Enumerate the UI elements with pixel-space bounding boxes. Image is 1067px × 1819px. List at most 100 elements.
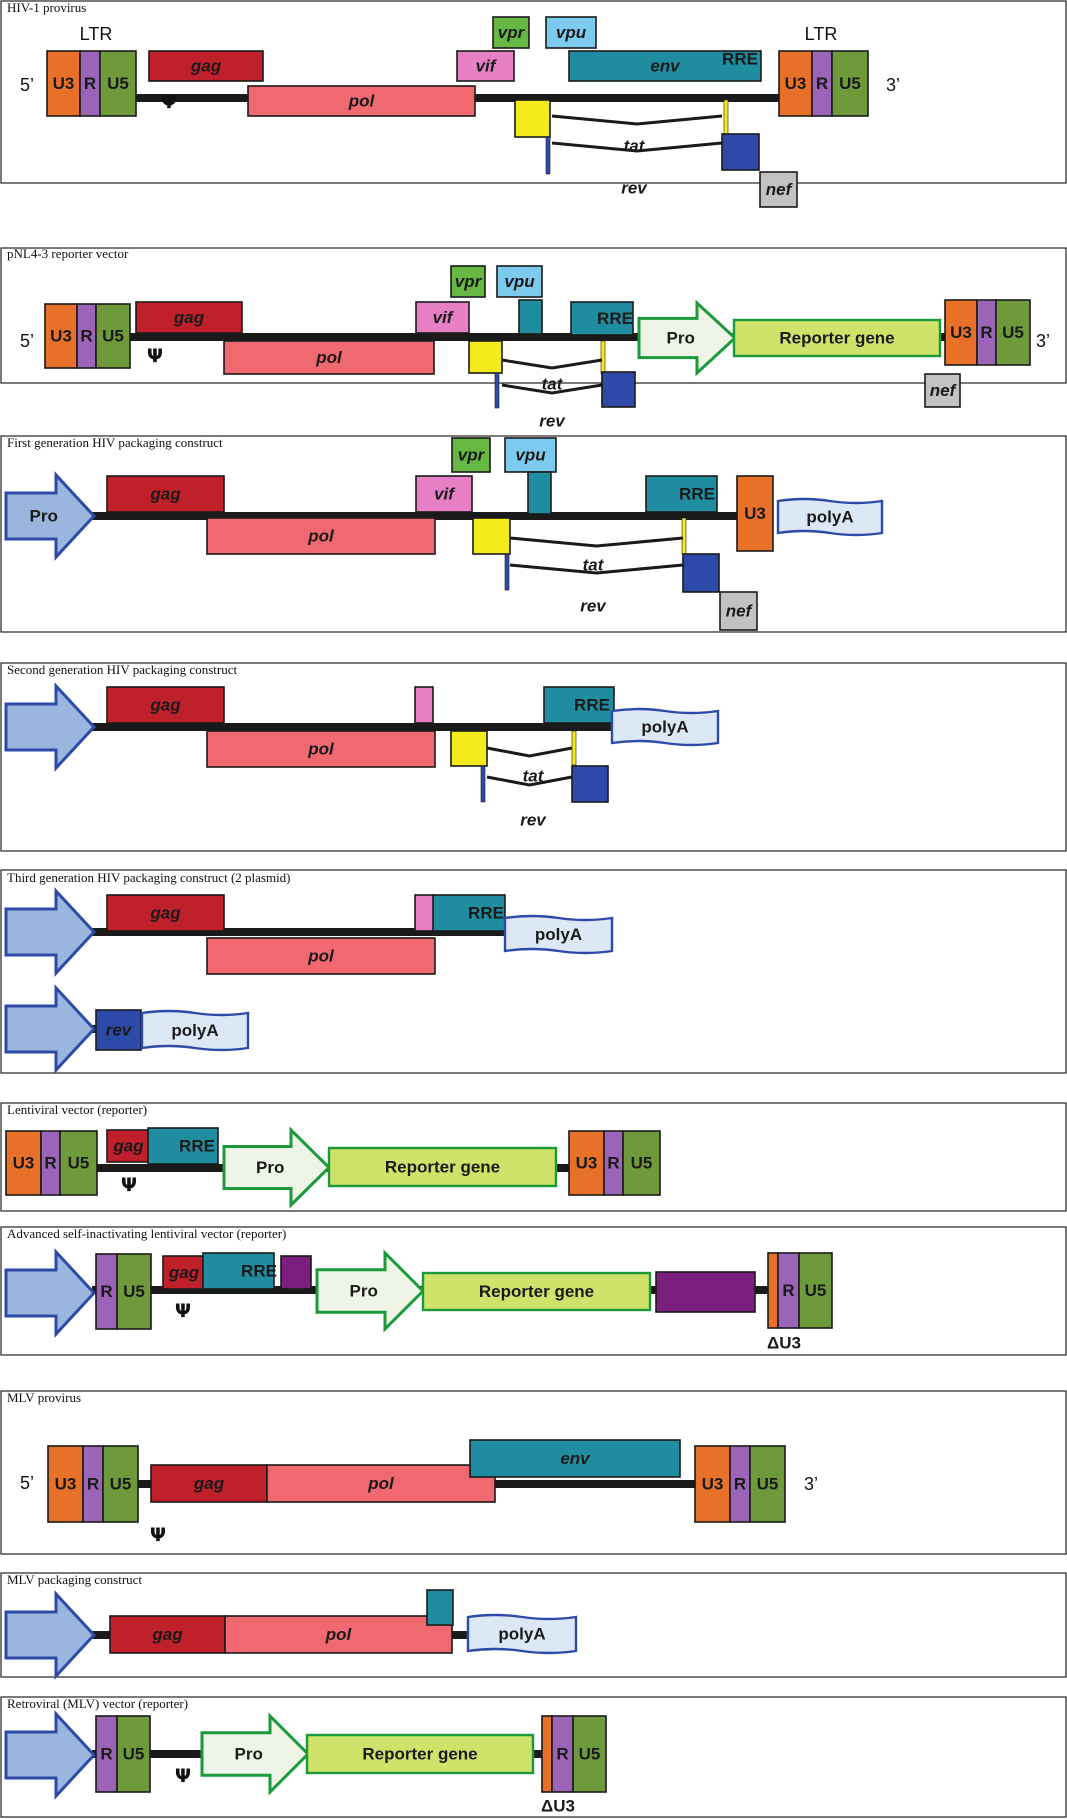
promoter-arrow-label: Pro <box>29 507 57 526</box>
tat-splice-line <box>486 746 573 758</box>
reporter-gene-box-label: Reporter gene <box>362 1745 477 1764</box>
panel-title: Third generation HIV packaging construct… <box>7 870 291 885</box>
gag-box <box>135 301 243 334</box>
vpu-box-label: vpu <box>556 23 587 42</box>
u3-box-label: U3 <box>50 327 72 346</box>
u3-box <box>46 50 81 117</box>
u5-box <box>95 303 131 369</box>
env-remnant-box <box>426 1589 454 1626</box>
reporter-gene-outline <box>305 1733 535 1775</box>
u5-box <box>622 1130 661 1196</box>
panel-first-gen-packaging: First generation HIV packaging construct… <box>0 435 1067 633</box>
tat-exon1 <box>450 730 488 767</box>
panel-frame <box>0 0 1067 184</box>
u5-box <box>116 1715 151 1793</box>
rre-box <box>645 475 718 513</box>
delta-u3-label: ΔU3 <box>767 1334 801 1353</box>
u5-box-label: U5 <box>839 74 861 93</box>
r-box-label: R <box>734 1475 746 1494</box>
ltr-left-label: LTR <box>80 24 113 44</box>
tat-label: tat <box>583 556 605 575</box>
r-box-label: R <box>100 1282 112 1301</box>
psi-symbol: Ψ <box>147 345 163 367</box>
tat-exon2-marker <box>723 99 729 137</box>
rev-exon2 <box>571 765 609 803</box>
gag-box-label: gag <box>112 1137 144 1156</box>
u5-box-label: U5 <box>110 1475 132 1494</box>
polya-signal <box>466 1613 578 1655</box>
delta-u3-box <box>767 1252 779 1329</box>
vif-remnant-box <box>414 894 435 932</box>
gag-box-label: gag <box>190 57 222 76</box>
r-box-label: R <box>980 323 992 342</box>
gag-box-label: gag <box>149 485 181 504</box>
u5-box-label: U5 <box>123 1745 145 1764</box>
tat-label: tat <box>523 767 545 786</box>
pol-box <box>223 340 435 375</box>
r-box-label: R <box>80 327 92 346</box>
vpr-box <box>451 437 491 473</box>
pol-box-label: pol <box>307 527 335 546</box>
pol-box <box>206 730 436 768</box>
rre-box <box>543 686 615 724</box>
panel-title: MLV provirus <box>7 1390 81 1405</box>
r-box-2-label: R <box>556 1745 568 1764</box>
u3-box <box>694 1445 731 1523</box>
delta-u3-label: ΔU3 <box>541 1797 575 1816</box>
backbone-line <box>92 928 505 936</box>
rev-splice-line <box>551 141 723 153</box>
gag-box <box>106 1129 151 1163</box>
tat-label: tat <box>542 375 564 394</box>
nef-box <box>719 591 758 631</box>
rev-exon2 <box>682 553 720 593</box>
reporter-gene-box-label: Reporter gene <box>385 1158 500 1177</box>
panel-third-gen-packaging: Third generation HIV packaging construct… <box>0 869 1067 1074</box>
u5-box <box>102 1445 139 1523</box>
pro-arrow-label: Pro <box>234 1745 262 1764</box>
promoter-arrow <box>4 471 97 561</box>
env-box <box>469 1439 681 1478</box>
panel-title: First generation HIV packaging construct <box>7 435 223 450</box>
panel-title: pNL4-3 reporter vector <box>7 246 129 261</box>
tat-label: tat <box>624 137 646 156</box>
u3-box-label: U3 <box>950 323 972 342</box>
env-box-label: env <box>650 57 681 76</box>
u3-box-label: U3 <box>576 1154 598 1173</box>
reporter-gene-outline <box>327 1146 558 1188</box>
rre-label: RRE <box>722 50 758 69</box>
u3-box-label: U3 <box>702 1475 724 1494</box>
vif-box <box>415 475 473 513</box>
panel-title: Advanced self-inactivating lentiviral ve… <box>7 1226 286 1241</box>
u5-box-3-label: U5 <box>805 1281 827 1300</box>
r-box-label: R <box>44 1154 56 1173</box>
pol-box <box>224 1615 453 1654</box>
vpu-box <box>496 265 543 298</box>
rre-box <box>202 1252 275 1290</box>
tat-splice-line <box>501 358 603 370</box>
u5-box <box>995 299 1031 366</box>
rev-splice-line <box>501 383 603 395</box>
vpr-box-label: vpr <box>458 446 486 465</box>
tat-exon2-marker <box>600 340 606 375</box>
tat-exon2-marker <box>681 517 687 555</box>
promoter-arrow <box>4 887 97 977</box>
rev-exon2 <box>601 371 636 408</box>
r-box-label: R <box>100 1745 112 1764</box>
vpu-env-stub <box>518 299 543 335</box>
rev-box-label: rev <box>106 1021 133 1040</box>
tat-splice-line <box>509 536 684 548</box>
u5-box-label: U5 <box>107 74 129 93</box>
u5-box-label: U5 <box>1002 323 1024 342</box>
pol-box-label: pol <box>315 348 343 367</box>
polya-signal <box>776 497 884 537</box>
three-prime-label: 3’ <box>804 1474 818 1494</box>
tat-exon1 <box>468 340 503 374</box>
promoter-arrow <box>4 1710 97 1800</box>
pol-box-label: pol <box>367 1474 395 1493</box>
u5-box-label: U5 <box>631 1154 653 1173</box>
vif-box-label: vif <box>433 308 455 327</box>
